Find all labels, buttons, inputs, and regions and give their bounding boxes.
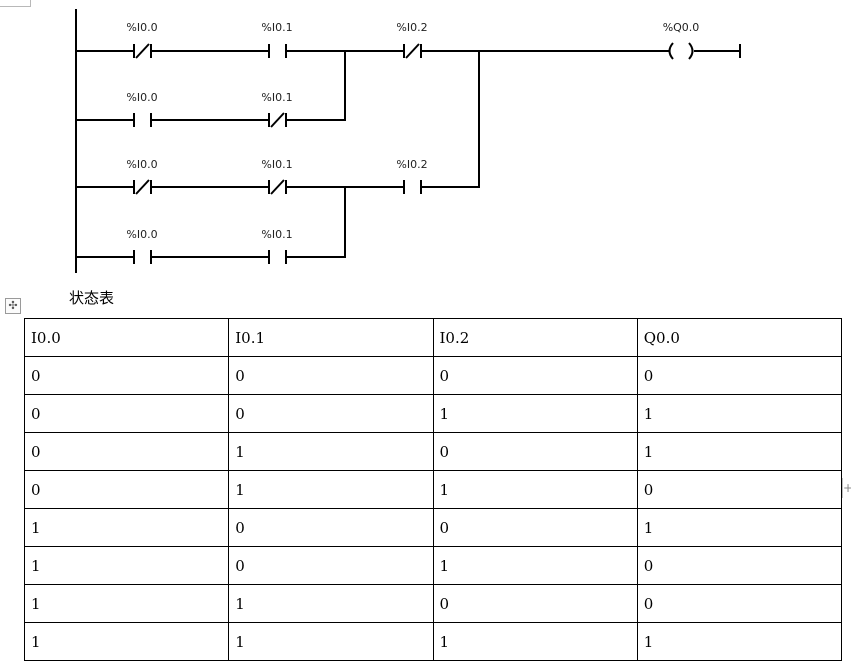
- contact-nc-i0-2-rung1: [403, 43, 422, 59]
- table-cell[interactable]: 0: [636, 356, 843, 395]
- label-r2-c1: %I0.0: [126, 91, 157, 104]
- table-cell[interactable]: 0: [432, 508, 638, 547]
- table-cell[interactable]: 0: [23, 470, 230, 509]
- table-row: 1 0 1 0: [23, 546, 843, 585]
- contact-nc-i0-1-rung2: [268, 112, 287, 128]
- table-cell[interactable]: 0: [23, 394, 230, 433]
- label-r4-c2: %I0.1: [261, 228, 292, 241]
- contact-no-i0-1-rung4: [268, 250, 287, 264]
- table-cell[interactable]: 1: [636, 622, 843, 661]
- label-r1-c1: %I0.0: [126, 21, 157, 34]
- label-r3-c3: %I0.2: [396, 158, 427, 171]
- table-row: 1 1 0 0: [23, 584, 843, 623]
- table-cell[interactable]: 1: [228, 622, 434, 661]
- header-cell[interactable]: I0.0: [23, 318, 230, 357]
- table-header-row: I0.0 I0.1 I0.2 Q0.0: [23, 318, 843, 357]
- table-cell[interactable]: 1: [23, 622, 230, 661]
- table-row: 1 0 0 1: [23, 508, 843, 547]
- output-coil-q0-0: [668, 42, 694, 60]
- table-cell[interactable]: 1: [432, 470, 638, 509]
- add-row-plus-icon[interactable]: +: [842, 478, 851, 498]
- contact-no-i0-0-rung4: [133, 250, 152, 264]
- table-cell[interactable]: 1: [432, 546, 638, 585]
- table-cell[interactable]: 0: [228, 546, 434, 585]
- state-table: I0.0 I0.1 I0.2 Q0.0 0 0 0 0 0 0 1 1 0 1 …: [23, 318, 843, 661]
- table-cell[interactable]: 0: [636, 584, 843, 623]
- table-cell[interactable]: 1: [23, 584, 230, 623]
- table-cell[interactable]: 0: [228, 394, 434, 433]
- table-cell[interactable]: 0: [636, 470, 843, 509]
- contact-no-i0-2-rung3: [403, 180, 422, 194]
- table-cell[interactable]: 0: [636, 546, 843, 585]
- table-cell[interactable]: 0: [228, 356, 434, 395]
- label-r4-c1: %I0.0: [126, 228, 157, 241]
- table-cell[interactable]: 0: [228, 508, 434, 547]
- label-r1-c3: %I0.2: [396, 21, 427, 34]
- table-cell[interactable]: 1: [228, 470, 434, 509]
- table-cell[interactable]: 1: [432, 622, 638, 661]
- table-cell[interactable]: 0: [23, 432, 230, 471]
- table-cell[interactable]: 1: [228, 432, 434, 471]
- table-move-handle-icon[interactable]: ✣: [5, 298, 21, 314]
- table-cell[interactable]: 0: [23, 356, 230, 395]
- table-row: 0 0 1 1: [23, 394, 843, 433]
- label-r2-c2: %I0.1: [261, 91, 292, 104]
- table-cell[interactable]: 1: [636, 432, 843, 471]
- contact-no-i0-1-rung1: [268, 44, 287, 58]
- table-row: 0 1 1 0: [23, 470, 843, 509]
- table-cell[interactable]: 1: [636, 508, 843, 547]
- table-row: 0 1 0 1: [23, 432, 843, 471]
- label-r3-c2: %I0.1: [261, 158, 292, 171]
- label-r1-c2: %I0.1: [261, 21, 292, 34]
- table-cell[interactable]: 1: [23, 508, 230, 547]
- page-corner-mark: [0, 0, 31, 7]
- table-cell[interactable]: 0: [432, 432, 638, 471]
- table-row: 1 1 1 1: [23, 622, 843, 661]
- table-cell[interactable]: 1: [432, 394, 638, 433]
- header-cell[interactable]: Q0.0: [636, 318, 843, 357]
- contact-no-i0-0-rung2: [133, 113, 152, 127]
- table-cell[interactable]: 0: [432, 356, 638, 395]
- header-cell[interactable]: I0.1: [228, 318, 434, 357]
- ladder-diagram: %I0.0 %I0.1 %I0.2 %Q0.0 %I0.0 %I0.1 %I0.…: [75, 9, 741, 273]
- contact-nc-i0-0-rung3: [133, 179, 152, 195]
- table-cell[interactable]: 1: [23, 546, 230, 585]
- header-cell[interactable]: I0.2: [432, 318, 638, 357]
- table-cell[interactable]: 1: [228, 584, 434, 623]
- label-r3-c1: %I0.0: [126, 158, 157, 171]
- table-cell[interactable]: 0: [432, 584, 638, 623]
- label-coil: %Q0.0: [663, 21, 700, 34]
- table-title: 状态表: [69, 289, 115, 307]
- contact-nc-i0-1-rung3: [268, 179, 287, 195]
- contact-nc-i0-0-rung1: [133, 43, 152, 59]
- table-row: 0 0 0 0: [23, 356, 843, 395]
- table-cell[interactable]: 1: [636, 394, 843, 433]
